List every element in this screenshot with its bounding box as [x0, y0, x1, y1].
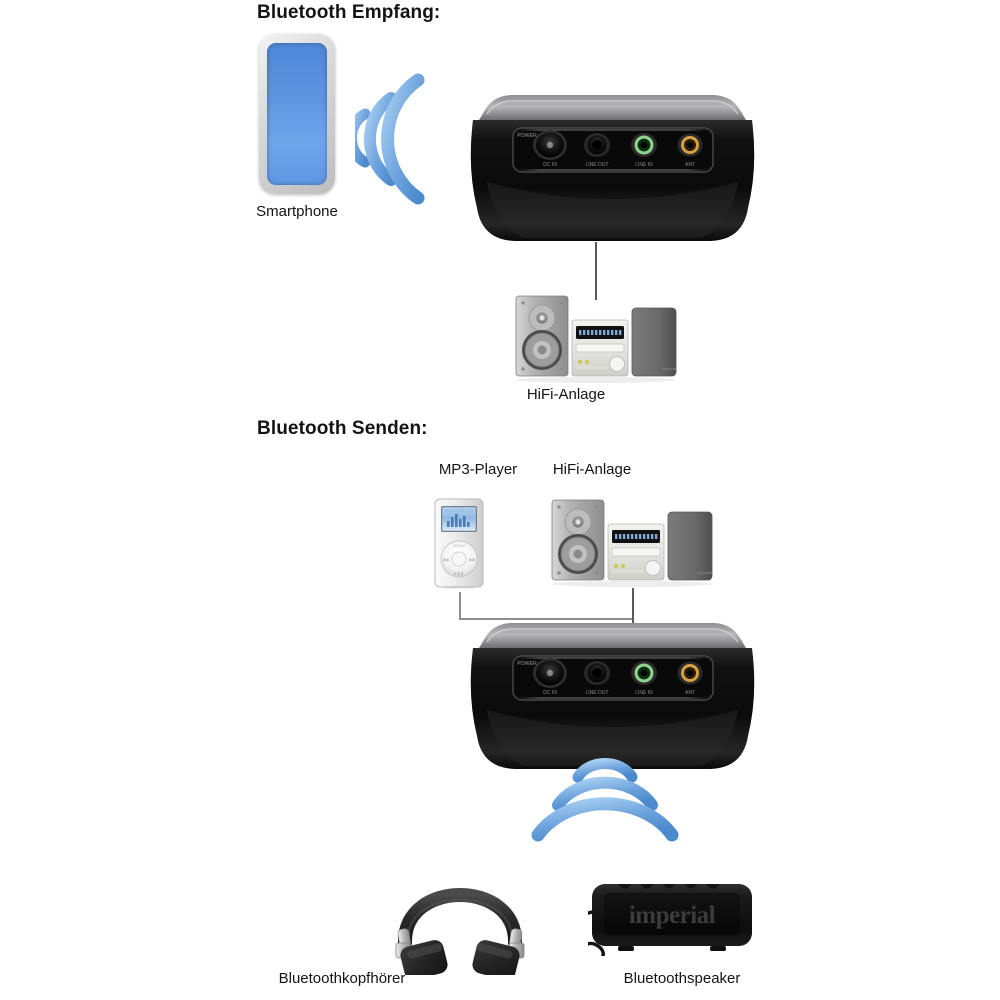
bluetooth-receiver-icon: POWER DC IN LINE OUT LINE IN ANT [470, 95, 755, 241]
svg-text:▶▶: ▶▶ [469, 557, 476, 562]
smartphone-screen [267, 43, 327, 185]
hifi-system-icon: imperial [515, 295, 677, 383]
port-power: POWER DC IN [517, 130, 567, 168]
hifi-label-2: HiFi-Anlage [552, 461, 632, 478]
svg-text:ANT: ANT [685, 690, 695, 696]
section-heading-senden: Bluetooth Senden: [257, 418, 428, 439]
svg-text:MENU: MENU [453, 543, 465, 548]
svg-text:imperial: imperial [698, 570, 712, 575]
connector-mp3-vertical [459, 592, 461, 620]
svg-text:LINE OUT: LINE OUT [585, 690, 608, 696]
svg-text:LINE IN: LINE IN [635, 690, 653, 696]
connector-receiver-to-hifi [595, 242, 597, 300]
bluetooth-waves-right-icon [355, 73, 425, 205]
mp3-player-icon: MENU ◀◀ ▶▶ ▶❚❚ [434, 498, 484, 589]
port-ant: ANT [677, 133, 703, 168]
svg-text:POWER: POWER [517, 133, 537, 139]
svg-text:DC IN: DC IN [543, 162, 557, 168]
hifi-right-speaker: imperial [631, 307, 677, 377]
bluetooth-speaker-icon: imperial [588, 883, 752, 956]
bluetooth-speaker-label: Bluetoothspeaker [623, 970, 741, 987]
hifi-system-icon-2: imperial [551, 499, 713, 587]
bluetooth-transmitter-icon: POWER DC IN LINE OUT LINE IN ANT [470, 623, 755, 769]
bluetooth-headphones-label: Bluetoothkopfhörer [278, 970, 406, 987]
svg-text:LINE IN: LINE IN [635, 162, 653, 168]
svg-text:LINE OUT: LINE OUT [585, 162, 608, 168]
port-ant-2: ANT [677, 661, 703, 696]
smartphone-icon [259, 34, 335, 194]
port-line-in: LINE IN [631, 133, 657, 168]
connector-horizontal-bus [459, 618, 634, 620]
port-line-in-2: LINE IN [631, 661, 657, 696]
svg-text:◀◀: ◀◀ [442, 557, 449, 562]
smartphone-label: Smartphone [256, 203, 338, 220]
svg-text:▶❚❚: ▶❚❚ [454, 571, 464, 576]
smartphone-body [259, 34, 335, 194]
speaker-brand-logo: imperial [629, 902, 716, 929]
bluetooth-headphones-icon [395, 888, 525, 975]
hifi-left-speaker [515, 295, 569, 377]
bluetooth-waves-down-icon [531, 758, 679, 842]
port-line-out-2: LINE OUT [584, 661, 610, 696]
mp3-player-label: MP3-Player [438, 461, 518, 478]
hifi-center-deck [571, 319, 629, 377]
hifi-label-1: HiFi-Anlage [526, 386, 606, 403]
svg-text:ANT: ANT [685, 162, 695, 168]
section-heading-empfang: Bluetooth Empfang: [257, 2, 441, 23]
svg-text:imperial: imperial [662, 366, 676, 371]
svg-text:POWER: POWER [517, 661, 537, 667]
svg-text:DC IN: DC IN [543, 690, 557, 696]
port-line-out: LINE OUT [584, 133, 610, 168]
port-power-2: POWER DC IN [517, 658, 567, 696]
